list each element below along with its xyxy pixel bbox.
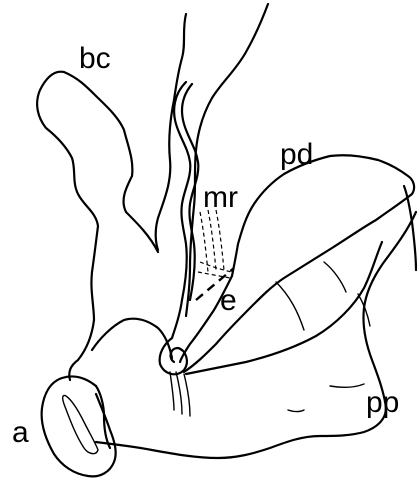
label-pd: pd (280, 140, 313, 170)
a-connector (96, 386, 110, 448)
mr-dash-3 (216, 210, 224, 270)
striation-1 (170, 372, 174, 410)
label-bc: bc (79, 44, 111, 74)
label-a: a (12, 418, 29, 448)
label-mr: mr (203, 183, 238, 213)
label-e: e (220, 286, 237, 316)
pp-fold-1 (276, 282, 304, 330)
pp-outline (96, 212, 416, 458)
pp-fold-5 (288, 410, 304, 412)
a-inner-groove (63, 395, 98, 453)
pp-fold-4 (330, 384, 364, 387)
mr-dash-2 (208, 210, 216, 270)
striation-3 (184, 374, 190, 416)
bc-outline (37, 72, 158, 380)
striation-2 (176, 372, 182, 414)
pp-fold-2 (324, 262, 346, 292)
label-pp: pp (366, 388, 399, 418)
